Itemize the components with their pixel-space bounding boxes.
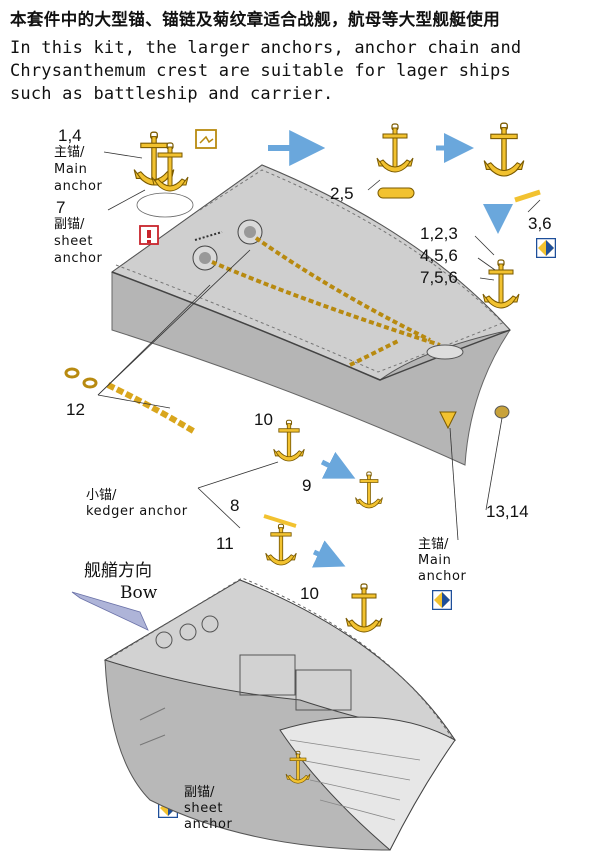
chinese-title: 本套件中的大型锚、锚链及菊纹章适合战舰，航母等大型舰艇使用 xyxy=(10,10,501,29)
step-arrows xyxy=(268,130,513,568)
main-anchor-en-label-2: anchor xyxy=(54,179,103,194)
diamond-badge-icon-1 xyxy=(536,238,556,258)
sheet-anchor-2-en-label-1: sheet xyxy=(184,801,224,816)
sheet-anchor-2-en-label-2: anchor xyxy=(184,817,233,832)
english-note-line-3: such as battleship and carrier. xyxy=(10,84,334,104)
kedger-anchor-parts xyxy=(263,419,383,633)
part-number-main-anchor: 1,4 xyxy=(58,126,82,145)
part-number-10-a: 10 xyxy=(254,410,273,429)
main-anchor-2-en-label-2: anchor xyxy=(418,569,467,584)
bow-direction-cn-label: 舰艏方向 xyxy=(84,561,152,581)
lower-carrier-bow xyxy=(103,577,457,851)
part-number-3-6: 3,6 xyxy=(528,214,552,233)
part-number-8: 8 xyxy=(230,496,240,515)
main-anchor-assembly xyxy=(133,131,194,218)
main-anchor-2-en-label-1: Main xyxy=(418,553,452,568)
part-number-1-2-3: 1,2,3 xyxy=(420,224,458,243)
part-number-10-b: 10 xyxy=(300,584,319,603)
sheet-anchor-cn-label: 副锚/ xyxy=(54,217,85,232)
part-number-4-5-6: 4,5,6 xyxy=(420,246,458,265)
fold-icon xyxy=(195,129,217,149)
caution-icon xyxy=(139,225,159,245)
part-number-2-5: 2,5 xyxy=(330,184,354,203)
bow-direction-arrow xyxy=(71,591,149,631)
anchor-step-2 xyxy=(376,123,415,199)
main-anchor-cn-label: 主锚/ xyxy=(54,145,85,160)
english-note-line-2: Chrysanthemum crest are suitable for lag… xyxy=(10,61,511,81)
sheet-anchor-en-label-2: anchor xyxy=(54,251,103,266)
upper-bow-deck xyxy=(110,164,511,466)
loose-chain-links xyxy=(64,367,197,435)
anchor-assembled xyxy=(482,259,520,309)
part-number-sheet-anchor: 7 xyxy=(56,198,66,217)
main-anchor-2-cn-label: 主锚/ xyxy=(418,537,449,552)
part-number-7-5-6: 7,5,6 xyxy=(420,268,458,287)
part-number-11: 11 xyxy=(216,534,234,553)
kedger-anchor-en-label: kedger anchor xyxy=(86,504,188,519)
part-number-12: 12 xyxy=(66,400,85,419)
english-note-line-1: In this kit, the larger anchors, anchor … xyxy=(10,38,522,58)
anchor-step-3 xyxy=(483,122,541,203)
bow-direction-en-label: Bow xyxy=(120,583,158,603)
part-number-13-14: 13,14 xyxy=(486,502,529,521)
sheet-anchor-en-label-1: sheet xyxy=(54,234,94,249)
main-anchor-en-label-1: Main xyxy=(54,162,88,177)
kedger-anchor-cn-label: 小锚/ xyxy=(86,488,117,503)
diamond-badge-icon-2 xyxy=(432,590,452,610)
part-number-9: 9 xyxy=(302,476,312,495)
sheet-anchor-2-cn-label: 副锚/ xyxy=(184,785,215,800)
